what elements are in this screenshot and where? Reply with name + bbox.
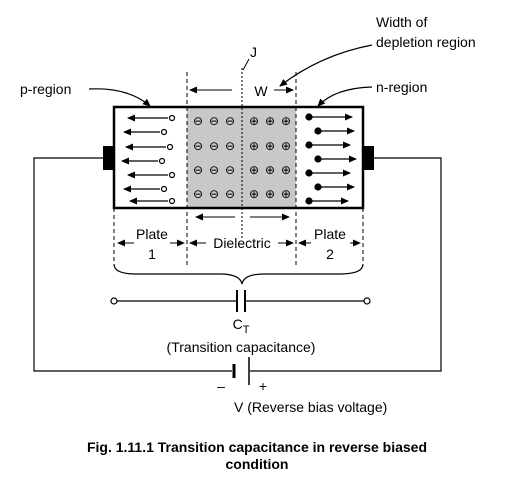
ct-label: CT [233, 316, 250, 336]
svg-text:⊖: ⊖ [193, 114, 203, 128]
dielectric-label: Dielectric [213, 235, 271, 251]
svg-text:⊕: ⊕ [265, 139, 275, 153]
svg-text:⊕: ⊕ [265, 163, 275, 177]
p-region-pointer [88, 88, 151, 107]
junction-pointer [242, 58, 250, 71]
n-region-pointer [317, 86, 373, 107]
n-region-label: n-region [376, 79, 427, 95]
svg-text:⊖: ⊖ [225, 114, 235, 128]
width-label-line2: depletion region [376, 34, 476, 50]
positive-ions: ⊕ ⊕ ⊕ ⊕ ⊕ ⊕ ⊕ ⊕ ⊕ ⊕ ⊕ ⊕ [249, 114, 291, 201]
svg-text:⊕: ⊕ [249, 163, 259, 177]
svg-text:⊖: ⊖ [225, 187, 235, 201]
svg-text:⊕: ⊕ [249, 139, 259, 153]
width-label-line1: Width of [376, 14, 427, 30]
svg-text:⊕: ⊕ [265, 114, 275, 128]
width-pointer [279, 44, 373, 87]
svg-text:⊖: ⊖ [209, 187, 219, 201]
junction-label: J [250, 44, 257, 60]
plate1-label-line2: 1 [148, 246, 156, 262]
svg-text:⊕: ⊕ [281, 114, 291, 128]
w-label: W [254, 83, 268, 99]
svg-text:⊕: ⊕ [265, 187, 275, 201]
figure-caption-line1: Fig. 1.11.1 Transition capacitance in re… [87, 439, 427, 455]
svg-text:⊕: ⊕ [281, 139, 291, 153]
svg-text:⊕: ⊕ [249, 187, 259, 201]
plates-brace [113, 263, 364, 285]
svg-text:⊕: ⊕ [281, 187, 291, 201]
voltage-label: V (Reverse bias voltage) [234, 399, 387, 415]
contact-right [362, 146, 374, 170]
negative-ions: ⊖ ⊖ ⊖ ⊖ ⊖ ⊖ ⊖ ⊖ ⊖ ⊖ ⊖ ⊖ [193, 114, 235, 201]
svg-text:⊖: ⊖ [193, 163, 203, 177]
p-region-carriers [121, 114, 176, 205]
wire-right [250, 157, 442, 372]
n-region-carriers [305, 113, 357, 205]
svg-text:⊖: ⊖ [209, 114, 219, 128]
p-region-label: p-region [20, 81, 71, 97]
plate2-label-line2: 2 [326, 246, 334, 262]
transition-label: (Transition capacitance) [167, 339, 316, 355]
battery-plus: + [259, 378, 267, 394]
svg-text:⊖: ⊖ [193, 139, 203, 153]
svg-text:⊕: ⊕ [281, 163, 291, 177]
contact-left [103, 146, 115, 170]
svg-text:⊖: ⊖ [225, 163, 235, 177]
plate2-label-line1: Plate [314, 226, 346, 242]
svg-text:⊖: ⊖ [225, 139, 235, 153]
battery-minus: – [217, 378, 225, 394]
svg-text:⊕: ⊕ [249, 114, 259, 128]
figure-caption-line2: condition [226, 456, 289, 472]
plate1-label-line1: Plate [136, 226, 168, 242]
svg-text:⊖: ⊖ [209, 163, 219, 177]
svg-text:⊖: ⊖ [193, 187, 203, 201]
wire-left [33, 157, 232, 372]
transition-capacitor [110, 290, 371, 312]
svg-text:⊖: ⊖ [209, 139, 219, 153]
